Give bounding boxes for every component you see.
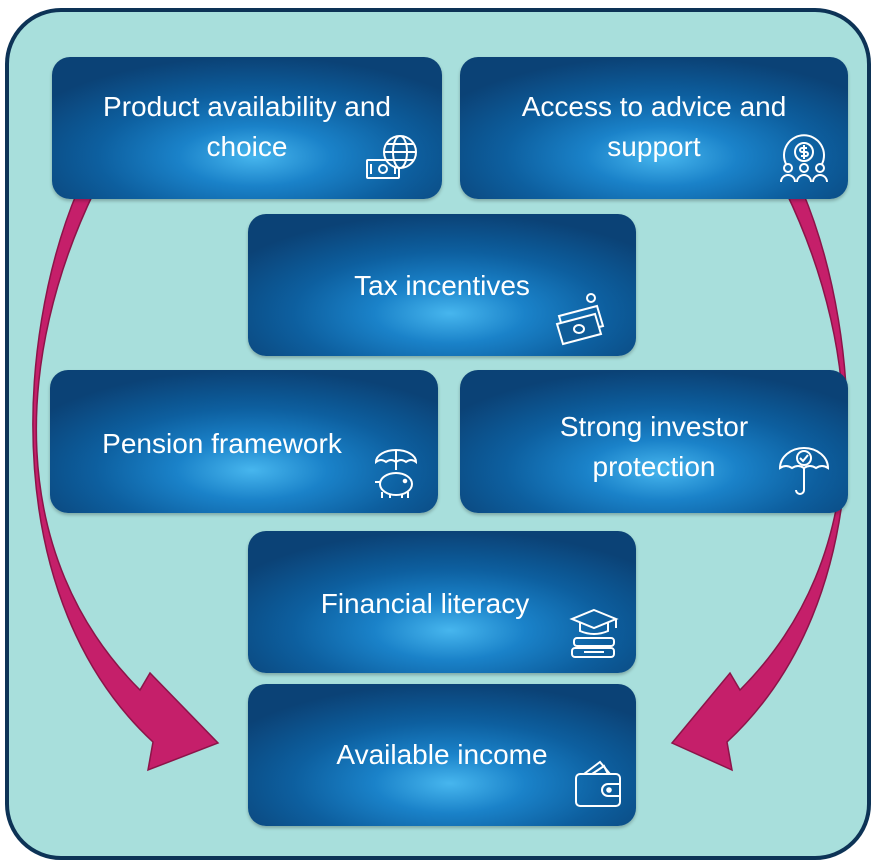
cash-stack-icon	[553, 290, 609, 346]
card-label: Product availability and choice	[103, 91, 391, 162]
card-pension-framework: Pension framework	[50, 370, 438, 513]
card-product-availability: Product availability and choice	[52, 57, 442, 199]
left-curved-arrow	[32, 189, 220, 772]
wallet-icon	[570, 756, 626, 812]
card-label: Available income	[336, 739, 548, 770]
card-investor-protection: Strong investor protection	[460, 370, 848, 513]
graduation-books-icon	[566, 606, 622, 662]
card-label: Pension framework	[102, 428, 342, 459]
globe-money-icon	[364, 130, 420, 186]
card-label: Financial literacy	[320, 588, 530, 619]
card-available-income: Available income	[248, 684, 636, 826]
card-label: Access to advice and support	[521, 91, 787, 162]
piggy-bank-umbrella-icon	[368, 446, 424, 502]
card-tax-incentives: Tax incentives	[248, 214, 636, 356]
card-financial-literacy: Financial literacy	[248, 531, 636, 673]
umbrella-check-icon	[776, 442, 832, 498]
advisor-coin-icon	[776, 130, 832, 186]
card-label: Tax incentives	[354, 270, 530, 301]
card-access-advice: Access to advice and support	[460, 57, 848, 199]
card-label: Strong investor protection	[559, 411, 749, 482]
